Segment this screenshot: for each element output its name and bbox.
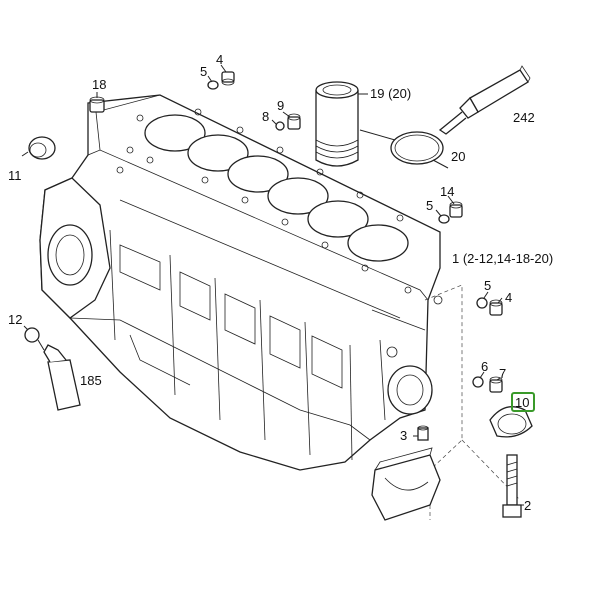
front-bore	[47, 224, 93, 286]
main-bearing-bolt	[502, 454, 522, 518]
seal-ring-5-top	[207, 80, 219, 90]
sealant-bottle-185	[37, 339, 81, 411]
cylinder-liner	[315, 81, 359, 167]
callout-20: 20	[451, 149, 465, 164]
callout-4-rear: 4	[505, 290, 512, 305]
sealant-tube-242	[438, 65, 531, 135]
callout-7: 7	[499, 366, 506, 381]
callout-3: 3	[400, 428, 407, 443]
cylinder-bore-3	[227, 155, 289, 193]
bush-11	[28, 136, 56, 160]
callout-labels: 18 5 4 19 (20) 242 8 9 20 11 5 14 1 (2-1…	[8, 52, 553, 513]
callout-19-20: 19 (20)	[370, 86, 411, 101]
rear-crank-bore	[387, 365, 433, 415]
callout-5-right: 5	[426, 198, 433, 213]
callout-8: 8	[262, 109, 269, 124]
plug-4-rear	[489, 299, 503, 316]
plug-7	[489, 376, 503, 393]
side-windows	[119, 244, 343, 389]
cylinder-bore-6	[347, 224, 409, 262]
callout-9: 9	[277, 98, 284, 113]
liner-o-ring	[390, 131, 444, 165]
callout-10: 10	[515, 395, 529, 410]
callout-5-rear: 5	[484, 278, 491, 293]
plug-4-top	[221, 71, 235, 86]
callout-10-highlight	[511, 392, 535, 412]
cylinder-bore-5	[307, 200, 369, 238]
callout-4-top: 4	[216, 52, 223, 67]
plug-18	[89, 96, 105, 113]
callout-11: 11	[8, 168, 22, 183]
callout-1-assembly: 1 (2-12,14-18-20)	[452, 251, 553, 266]
main-bearing-cap	[371, 447, 441, 521]
bush-10	[489, 406, 533, 438]
seal-ring-6	[472, 376, 484, 388]
callout-12: 12	[8, 312, 22, 327]
seal-ring-5-right	[438, 214, 450, 224]
head-bolt-holes	[116, 108, 412, 294]
seal-ring-8	[275, 121, 285, 131]
cylinder-bore-2	[187, 134, 249, 172]
callout-6: 6	[481, 359, 488, 374]
cylinder-bores	[144, 114, 409, 262]
callout-14: 14	[440, 184, 454, 199]
plug-14	[449, 201, 463, 218]
seal-ring-12	[24, 327, 40, 343]
callout-242: 242	[513, 110, 535, 125]
plug-9	[287, 113, 301, 130]
engine-block	[39, 94, 443, 471]
rear-face-dashed-outline	[424, 284, 521, 520]
seal-ring-5-rear	[476, 297, 488, 309]
dowel-sleeve	[417, 425, 429, 441]
callout-5-top: 5	[200, 64, 207, 79]
cylinder-bore-1	[144, 114, 206, 152]
callout-18: 18	[92, 77, 106, 92]
cylinder-bore-4	[267, 177, 329, 215]
callout-185: 185	[80, 373, 102, 388]
callout-2: 2	[524, 498, 531, 513]
